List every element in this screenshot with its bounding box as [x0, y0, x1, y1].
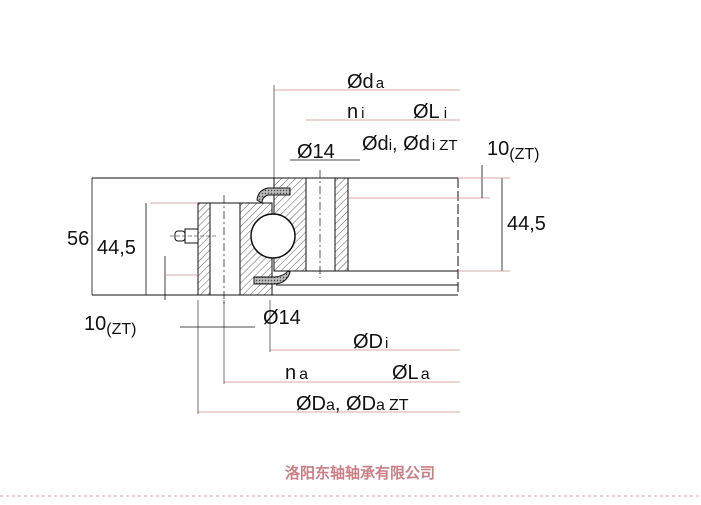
seal-bottom: [253, 270, 291, 285]
outline-lines: [92, 177, 459, 296]
label-height-left: 44,5: [97, 237, 136, 259]
label-height-right: 44,5: [507, 213, 546, 235]
label-ten-left: 10(ZT): [84, 313, 136, 338]
grease-nipple: [170, 228, 216, 244]
dimension-lines: [0, 85, 701, 497]
label-hole-bottom: Ø14: [263, 307, 301, 329]
label-hole-top: Ø14: [297, 141, 335, 163]
label-height-total: 56: [67, 228, 89, 250]
company-name: 洛阳东轴轴承有限公司: [285, 464, 435, 482]
seal-top: [256, 187, 291, 204]
outer-ring: [197, 195, 273, 305]
ball: [250, 213, 296, 259]
label-ten-right: 10(ZT): [487, 138, 539, 163]
